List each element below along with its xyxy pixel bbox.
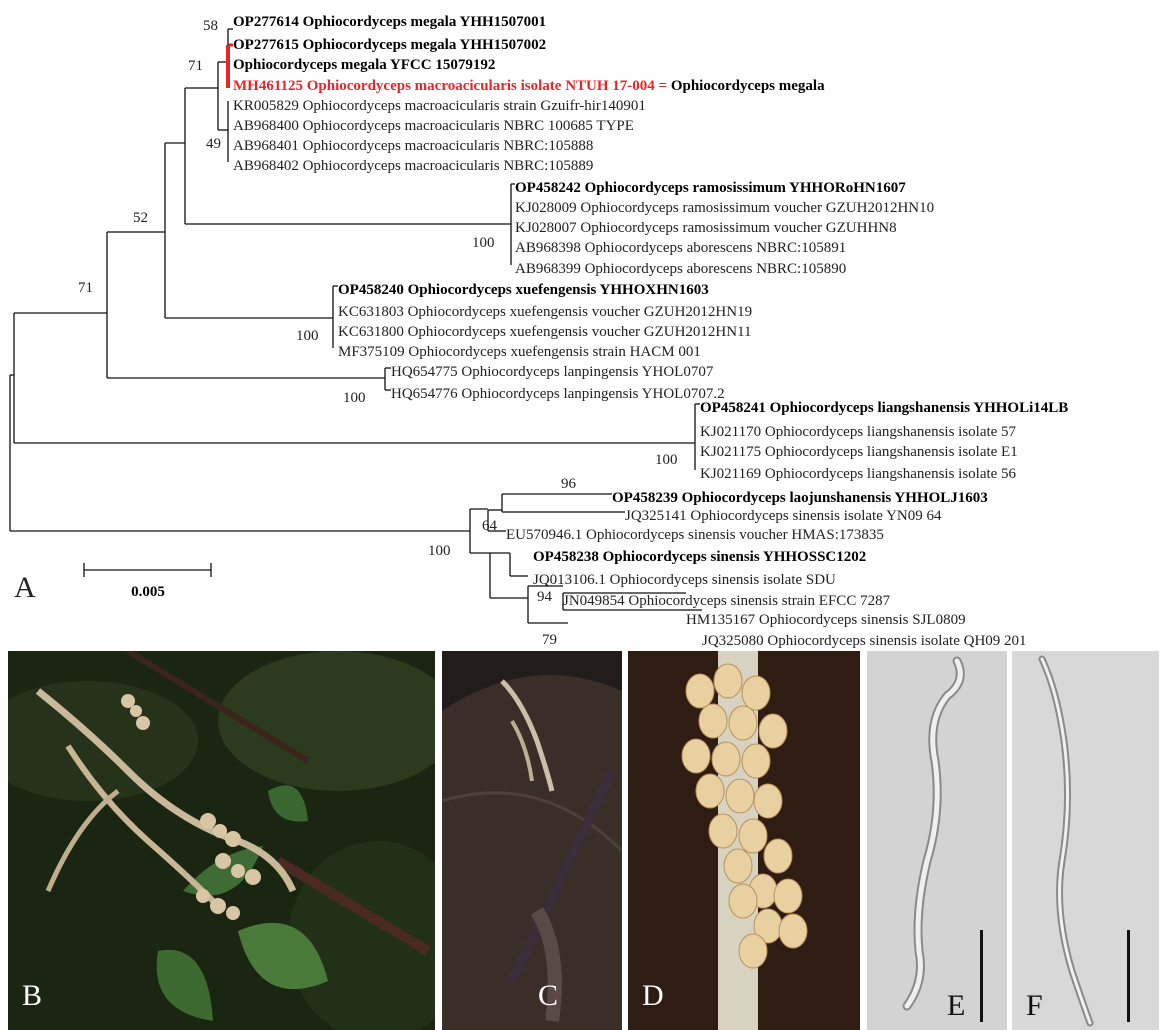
support-value: 52 (133, 210, 148, 226)
support-value: 71 (78, 280, 93, 296)
photo-panel-c: C (442, 651, 622, 1030)
leaf-label-kc631800: KC631800 Ophiocordyceps xuefengensis vou… (338, 324, 752, 340)
leaf-label-op277614: OP277614 Ophiocordyceps megala YHH150700… (233, 14, 546, 30)
leaf-label-ab968398: AB968398 Ophiocordyceps aborescens NBRC:… (515, 240, 846, 256)
scale-bar-f-mark (1127, 930, 1130, 1022)
leaf-label-jn049854: JN049854 Ophiocordyceps sinensis strain … (563, 593, 891, 609)
ascospore-e-illustration (867, 651, 1007, 1030)
panel-label-d: D (642, 981, 664, 1011)
support-value: 64 (482, 518, 498, 534)
leaf-label-kc631803: KC631803 Ophiocordyceps xuefengensis vou… (338, 304, 752, 320)
support-value: 94 (537, 589, 553, 605)
leaf-label-hq654776: HQ654776 Ophiocordyceps lanpingensis YHO… (391, 386, 725, 402)
leaf-label-yfcc15079192: Ophiocordyceps megala YFCC 15079192 (233, 57, 495, 73)
micro-panel-f: F (1012, 651, 1159, 1030)
leaf-label-mh461125: MH461125 Ophiocordyceps macroacicularis … (233, 78, 825, 94)
leaf-label-ab968402: AB968402 Ophiocordyceps macroacicularis … (233, 158, 593, 174)
support-value: 100 (428, 543, 451, 559)
leaf-label-jq325080: JQ325080 Ophiocordyceps sinensis isolate… (702, 633, 1027, 649)
phylogenetic-tree: OP277614 Ophiocordyceps megala YHH150700… (0, 0, 1165, 650)
photo-panel-b: B (8, 651, 435, 1030)
leaf-label-ab968400: AB968400 Ophiocordyceps macroacicularis … (233, 118, 634, 134)
specimen-on-leaf-illustration (442, 651, 622, 1030)
leaf-label-hq654775: HQ654775 Ophiocordyceps lanpingensis YHO… (391, 364, 714, 380)
support-value: 58 (203, 18, 218, 34)
leaf-label-ab968399: AB968399 Ophiocordyceps aborescens NBRC:… (515, 261, 846, 277)
leaf-label-ab968401: AB968401 Ophiocordyceps macroacicularis … (233, 138, 593, 154)
leaf-labels: OP277614 Ophiocordyceps megala YHH150700… (233, 14, 1068, 649)
leaf-label-eu570946: EU570946.1 Ophiocordyceps sinensis vouch… (506, 527, 884, 543)
support-value: 100 (655, 452, 678, 468)
panel-label-b: B (22, 981, 42, 1011)
leaf-label-op458241: OP458241 Ophiocordyceps liangshanensis Y… (700, 400, 1068, 416)
panel-label-c: C (538, 981, 558, 1011)
leaf-label-suffix: Ophiocordyceps megala (667, 78, 825, 94)
leaf-label-mf375109: MF375109 Ophiocordyceps xuefengensis str… (338, 344, 701, 360)
perithecia-closeup-illustration (628, 651, 860, 1030)
panel-label-a: A (14, 571, 36, 604)
leaf-label-kj021175: KJ021175 Ophiocordyceps liangshanensis i… (700, 444, 1018, 460)
micro-panel-e: E (867, 651, 1007, 1030)
leaf-label-op458240: OP458240 Ophiocordyceps xuefengensis YHH… (338, 282, 709, 298)
leaf-label-jq325141: JQ325141 Ophiocordyceps sinensis isolate… (625, 508, 942, 524)
support-value: 49 (206, 136, 221, 152)
leaf-label-jq013106: JQ013106.1 Ophiocordyceps sinensis isola… (533, 572, 836, 588)
leaf-label-kr005829: KR005829 Ophiocordyceps macroacicularis … (233, 98, 646, 114)
panel-label-e: E (947, 991, 965, 1021)
support-value: 79 (542, 632, 557, 648)
scale-label: 0.005 (131, 584, 165, 600)
support-value: 100 (296, 328, 319, 344)
scale-bar-e-mark (980, 930, 983, 1022)
support-value: 96 (561, 476, 577, 492)
leaf-label-op458239: OP458239 Ophiocordyceps laojunshanensis … (612, 490, 988, 506)
ascospore-f-illustration (1012, 651, 1159, 1030)
leaf-label-op458238: OP458238 Ophiocordyceps sinensis YHHOSSC… (533, 549, 866, 565)
photo-panel-d: D (628, 651, 860, 1030)
leaf-label-op277615: OP277615 Ophiocordyceps megala YHH150700… (233, 37, 546, 53)
support-value: 71 (188, 58, 203, 74)
leaf-label-op458242: OP458242 Ophiocordyceps ramosissimum YHH… (515, 180, 906, 196)
leaf-label-kj021169: KJ021169 Ophiocordyceps liangshanensis i… (700, 466, 1017, 482)
support-value: 100 (472, 235, 495, 251)
fungus-specimen-illustration (8, 651, 435, 1030)
scale-bar: 0.005 (84, 563, 211, 600)
support-value: 100 (343, 390, 366, 406)
leaf-label-hm135167: HM135167 Ophiocordyceps sinensis SJL0809 (686, 612, 966, 628)
leaf-label-kj021170: KJ021170 Ophiocordyceps liangshanensis i… (700, 424, 1017, 440)
panel-label-f: F (1026, 991, 1043, 1021)
leaf-label-kj028007: KJ028007 Ophiocordyceps ramosissimum vou… (515, 220, 897, 236)
leaf-label-kj028009: KJ028009 Ophiocordyceps ramosissimum vou… (515, 200, 934, 216)
